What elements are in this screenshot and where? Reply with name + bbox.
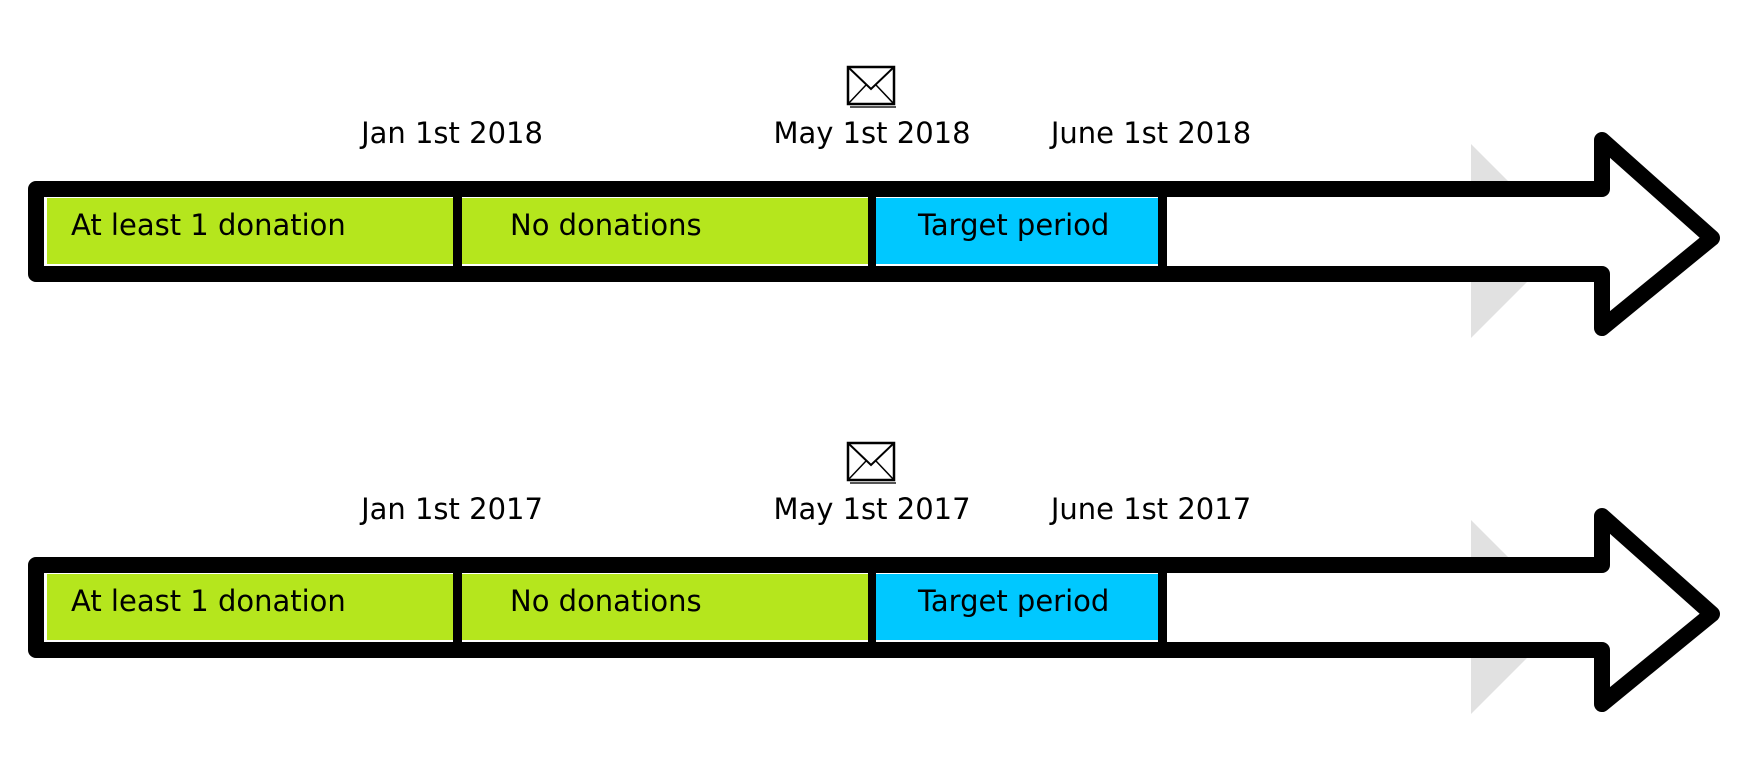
label-no-donations: No donations xyxy=(510,208,702,242)
segment-target-period xyxy=(876,574,1158,640)
segment-no-donations xyxy=(462,574,868,640)
segment-no-donations xyxy=(462,198,868,264)
date-jan: Jan 1st 2018 xyxy=(361,116,543,150)
date-june: June 1st 2017 xyxy=(1050,492,1252,526)
segment-at-least-donation xyxy=(47,574,453,640)
divider-may xyxy=(868,194,876,268)
label-target-period: Target period xyxy=(918,584,1110,618)
label-at-least-donation: At least 1 donation xyxy=(71,584,346,618)
date-june: June 1st 2018 xyxy=(1050,116,1252,150)
divider-may xyxy=(868,570,876,644)
timeline-arrow-graphic xyxy=(28,65,1720,338)
label-no-donations: No donations xyxy=(510,584,702,618)
date-may: May 1st 2018 xyxy=(773,116,971,150)
divider-jan xyxy=(453,194,462,268)
envelope-icon xyxy=(846,441,896,484)
divider-jan xyxy=(453,570,462,644)
segment-target-period xyxy=(876,198,1158,264)
timeline-2018: Jan 1st 2018 May 1st 2018 June 1st 2018 … xyxy=(0,0,1758,340)
date-jan: Jan 1st 2017 xyxy=(361,492,543,526)
label-target-period: Target period xyxy=(918,208,1110,242)
label-at-least-donation: At least 1 donation xyxy=(71,208,346,242)
timeline-arrow-graphic xyxy=(28,441,1720,714)
envelope-icon xyxy=(846,65,896,108)
segment-at-least-donation xyxy=(47,198,453,264)
timeline-2017: Jan 1st 2017 May 1st 2017 June 1st 2017 … xyxy=(0,376,1758,716)
divider-june xyxy=(1158,570,1167,644)
divider-june xyxy=(1158,194,1167,268)
date-may: May 1st 2017 xyxy=(773,492,971,526)
